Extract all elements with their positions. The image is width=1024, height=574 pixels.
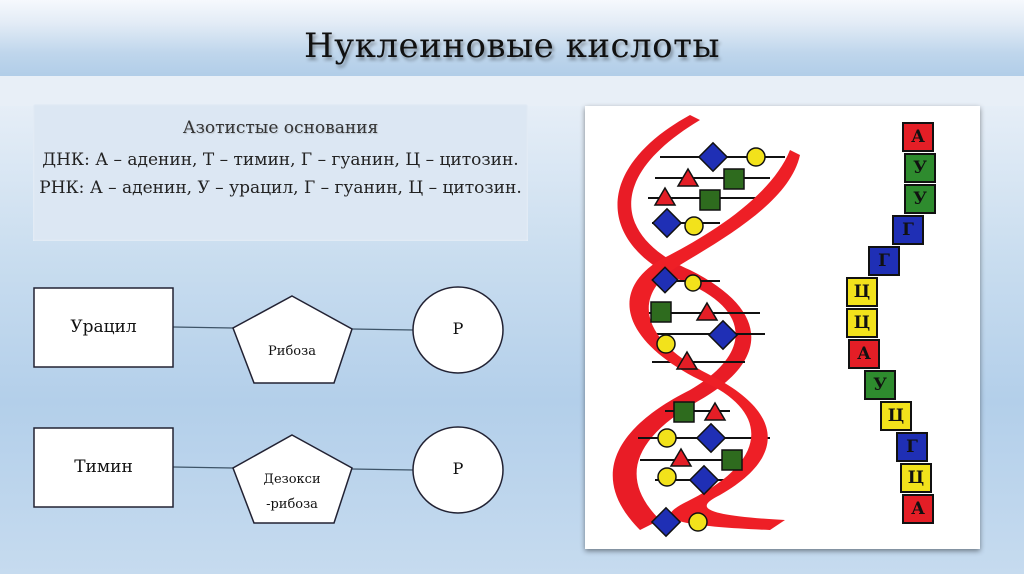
rna-base-block: Г [896,432,928,462]
rna-base-block: А [902,494,934,524]
rna-base-letter: Ц [853,313,871,333]
slide-title: Нуклеиновые кислоты [304,26,720,66]
rna-base-block: У [904,184,936,214]
rna-base-block: Г [868,246,900,276]
rna-base-block: А [902,122,934,152]
phosphate-circle [412,426,504,514]
dna-backbone-strand [612,115,752,530]
thymine-base-box [33,427,174,508]
rna-base-block: Г [892,215,924,245]
title-underband [0,76,1024,106]
rna-base-block: У [864,370,896,400]
rna-base-letter: Г [902,220,914,240]
info-heading: Азотистые основания [182,118,379,138]
dna-bases [650,141,766,538]
rna-bases-line: РНК: А – аденин, У – урацил, Г – гуанин,… [33,178,528,198]
rna-base-block: У [904,153,936,183]
rna-base-letter: Ц [907,468,925,488]
uracil-label: Урацил [70,317,137,337]
phosphate-label: P [452,459,464,478]
dna-bases-line: ДНК: А – аденин, Т – тимин, Г – гуанин, … [33,150,528,170]
uracil-base-box [33,287,174,368]
connector-line [172,326,234,329]
rna-base-letter: У [913,158,927,178]
phosphate-circle [412,286,504,374]
nitrogen-bases-info-box: Азотистые основания ДНК: А – аденин, Т –… [33,104,528,241]
rna-base-letter: Ц [853,282,871,302]
rna-key: РНК: [39,178,85,198]
deoxyribose-label-line2: -рибоза [266,497,318,512]
dna-nucleotide-diagram [33,426,504,524]
rna-base-letter: А [911,127,925,147]
rna-bases-text: А – аденин, У – урацил, Г – гуанин, Ц – … [84,178,522,198]
phosphate-label: P [452,319,464,338]
rna-base-block: Ц [900,463,932,493]
rna-base-letter: Г [878,251,890,271]
rna-base-letter: Ц [887,406,905,426]
rna-base-letter: А [911,499,925,519]
dna-bases-text: А – аденин, Т – тимин, Г – гуанин, Ц – ц… [89,150,519,170]
dna-double-helix [612,115,800,538]
rna-base-letter: У [913,189,927,209]
dna-backbone-strand [629,150,800,530]
ribose-pentagon [232,295,353,384]
rna-base-block: Ц [846,277,878,307]
dna-key: ДНК: [42,150,90,170]
rna-nucleotide-diagram [33,286,504,384]
rna-base-letter: Г [906,437,918,457]
connector-line [172,466,234,469]
deoxyribose-label-line1: Дезокси [263,472,321,487]
connector-line [351,468,415,471]
connector-line [351,328,415,331]
thymine-label: Тимин [74,457,133,477]
rna-base-letter: У [873,375,887,395]
ribose-label: Рибоза [268,344,316,359]
rna-base-letter: А [857,344,871,364]
rna-base-block: Ц [846,308,878,338]
rna-base-block: А [848,339,880,369]
rna-base-block: Ц [880,401,912,431]
deoxyribose-pentagon [232,434,353,524]
